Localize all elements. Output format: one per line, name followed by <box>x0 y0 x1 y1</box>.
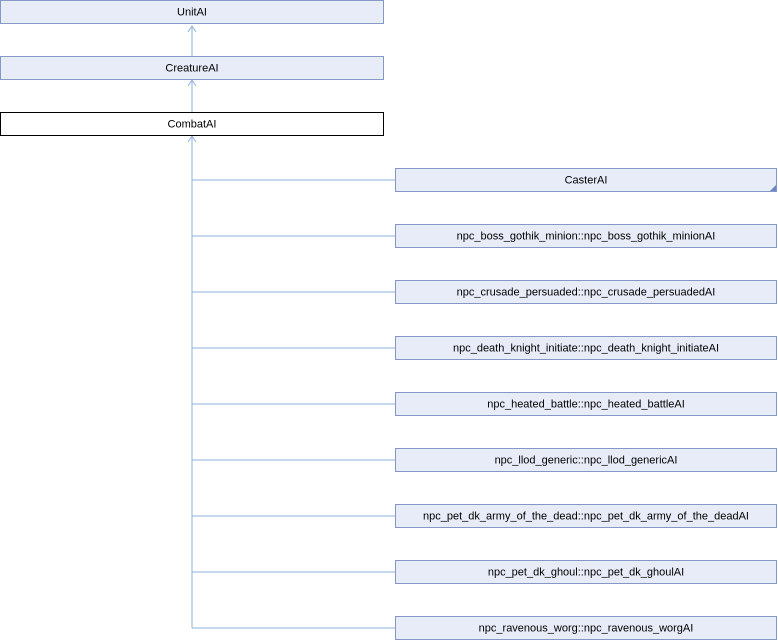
node-label: npc_pet_dk_army_of_the_dead::npc_pet_dk_… <box>423 511 749 523</box>
node-npc-heated-battle-ai[interactable]: npc_heated_battle::npc_heated_battleAI <box>395 392 777 416</box>
inheritance-edges <box>187 25 395 629</box>
node-label: npc_crusade_persuaded::npc_crusade_persu… <box>457 287 716 299</box>
node-npc-llod-generic-ai[interactable]: npc_llod_generic::npc_llod_genericAI <box>395 448 777 472</box>
node-label: npc_death_knight_initiate::npc_death_kni… <box>453 343 719 355</box>
node-npc-boss-gothik-minion-ai[interactable]: npc_boss_gothik_minion::npc_boss_gothik_… <box>395 224 777 248</box>
node-label: npc_heated_battle::npc_heated_battleAI <box>487 399 685 411</box>
node-label: npc_ravenous_worg::npc_ravenous_worgAI <box>479 623 694 635</box>
node-npc-pet-dk-ghoul-ai[interactable]: npc_pet_dk_ghoul::npc_pet_dk_ghoulAI <box>395 560 777 584</box>
arrowhead-unit <box>187 25 197 33</box>
node-npc-ravenous-worg-ai[interactable]: npc_ravenous_worg::npc_ravenous_worgAI <box>395 616 777 640</box>
node-npc-pet-dk-army-of-the-dead-ai[interactable]: npc_pet_dk_army_of_the_dead::npc_pet_dk_… <box>395 504 777 528</box>
node-label: UnitAI <box>177 7 207 19</box>
node-label: CreatureAI <box>165 63 218 75</box>
node-caster-ai[interactable]: CasterAI <box>395 168 777 192</box>
node-combat-ai: CombatAI <box>0 112 384 136</box>
collapsed-children-indicator <box>770 185 776 191</box>
node-npc-death-knight-initiate-ai[interactable]: npc_death_knight_initiate::npc_death_kni… <box>395 336 777 360</box>
node-label: npc_llod_generic::npc_llod_genericAI <box>495 455 678 467</box>
node-label: CombatAI <box>168 119 217 131</box>
node-unit-ai[interactable]: UnitAI <box>0 0 384 24</box>
node-npc-crusade-persuaded-ai[interactable]: npc_crusade_persuaded::npc_crusade_persu… <box>395 280 777 304</box>
node-creature-ai[interactable]: CreatureAI <box>0 56 384 80</box>
node-label: npc_boss_gothik_minion::npc_boss_gothik_… <box>457 231 716 243</box>
node-label: CasterAI <box>565 175 608 187</box>
node-label: npc_pet_dk_ghoul::npc_pet_dk_ghoulAI <box>488 567 684 579</box>
